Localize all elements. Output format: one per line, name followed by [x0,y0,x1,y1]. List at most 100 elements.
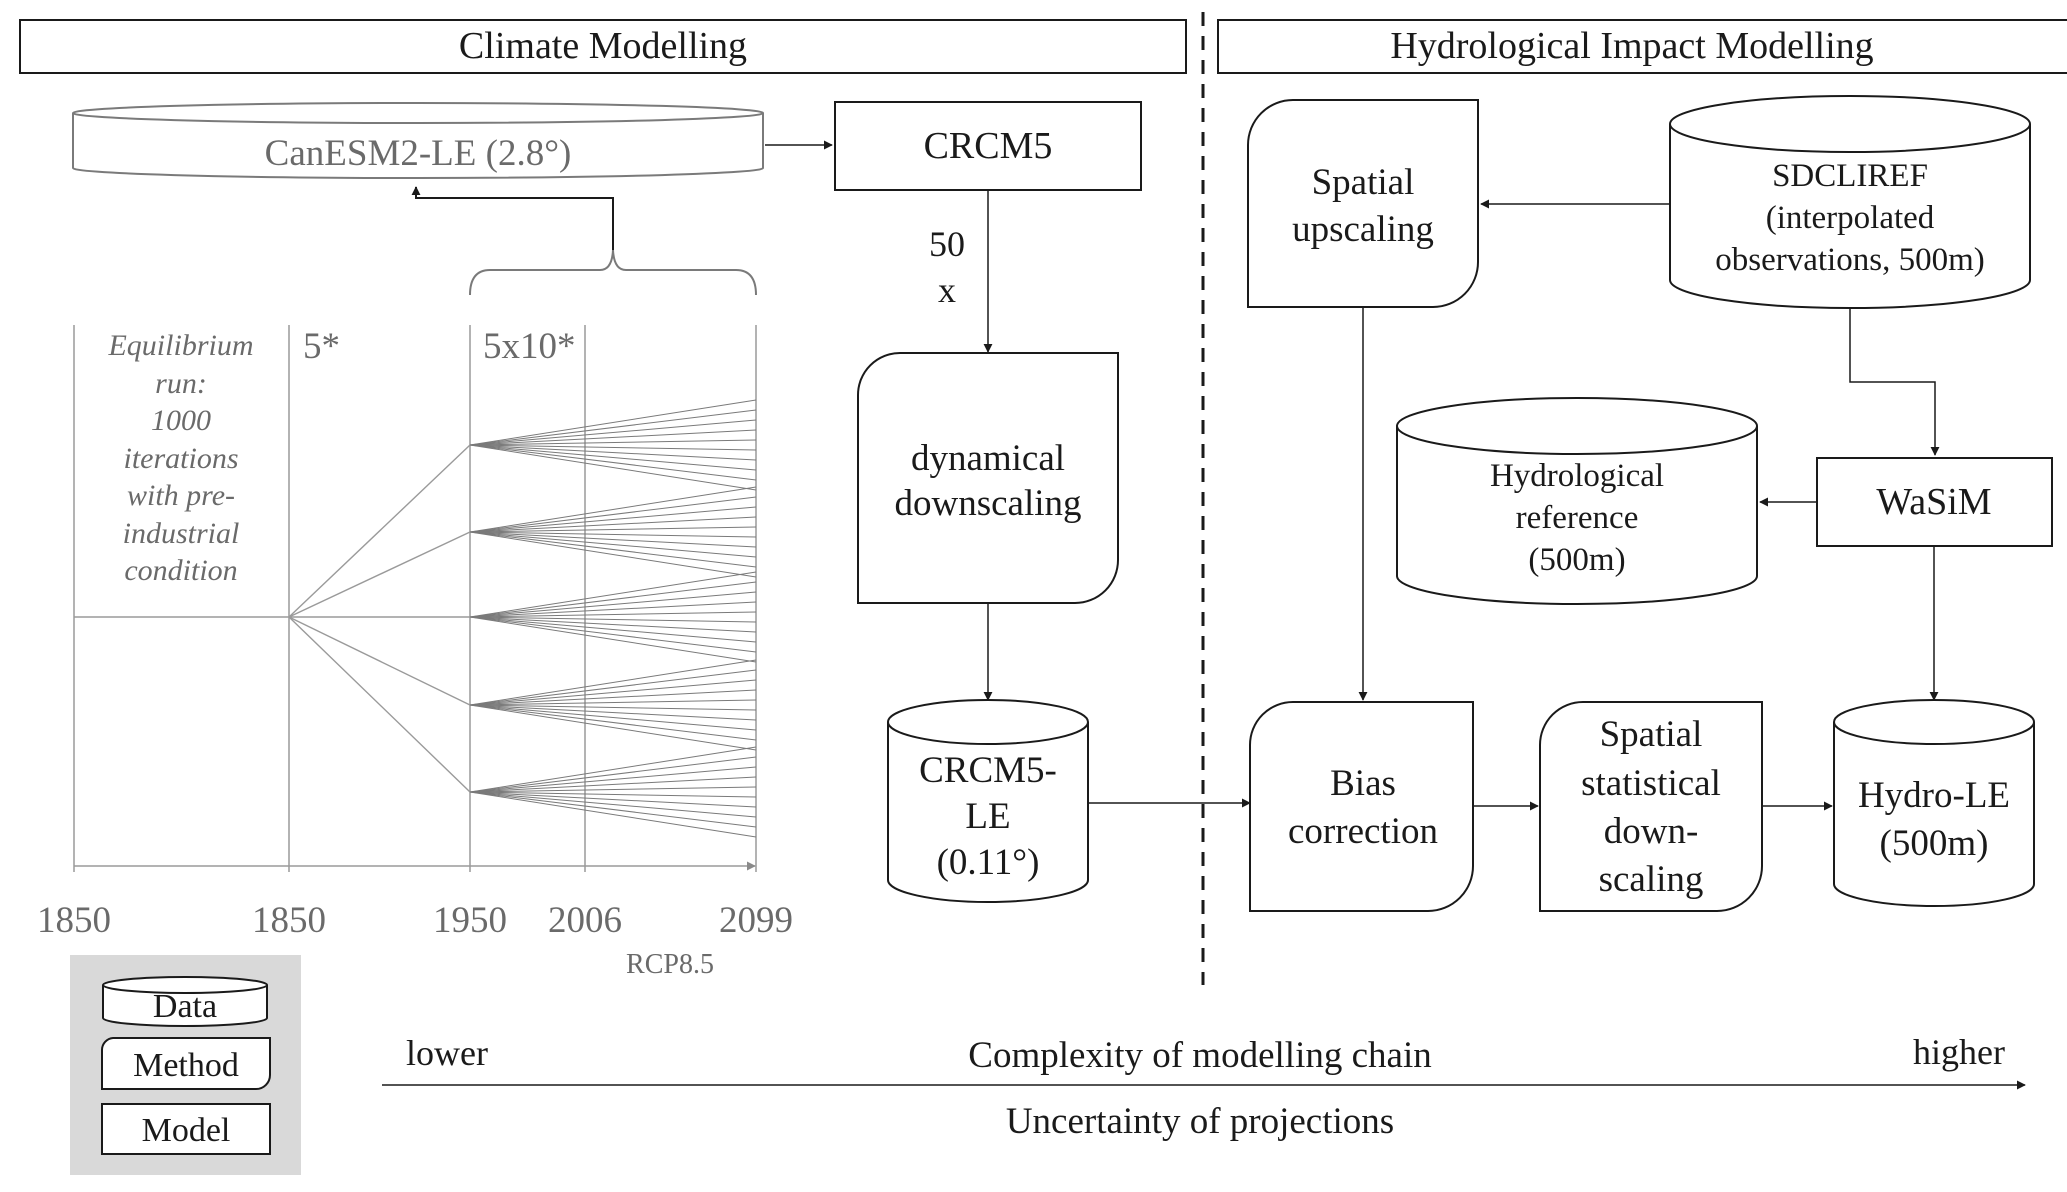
branch-member [469,591,757,618]
canesm2-le-label: CanESM2-LE (2.8°) [265,133,572,174]
crcm5-le-label-line3: (0.11°) [937,842,1040,883]
branch-member [469,419,757,446]
branch-member [469,409,757,446]
sdcliref-line1: SDCLIREF [1772,158,1928,194]
branch-member [469,486,757,533]
branch-member [469,616,757,653]
branch-member [469,444,757,481]
branch-member [469,679,757,706]
branch-member [469,516,757,533]
axis-uncertainty-label: Uncertainty of projections [1006,1101,1394,1142]
legend-method-label: Method [133,1047,239,1084]
ensemble-branches [288,399,757,838]
sdcliref-line2: (interpolated [1766,200,1935,236]
tick-2099: 2099 [719,900,793,941]
branch-member [469,791,757,818]
members-5x10-label: 5x10* [483,326,576,367]
dynamical-downscaling-box [857,352,1119,604]
wasim-model-box [1816,457,2053,547]
branch-member [469,746,757,793]
branch-member [469,611,757,618]
ensemble-brace [411,186,757,296]
spatial-upscaling-line1: Spatial [1312,162,1415,203]
scenario-label: RCP8.5 [626,949,714,980]
members-5-label: 5* [303,326,340,367]
branch-member [469,531,757,558]
crcm5-le-label-line1: CRCM5- [919,750,1057,791]
tick-1850b: 1850 [252,900,326,941]
branch-member [469,689,757,706]
branch-member [469,616,757,623]
branch-member [469,791,757,828]
hydrological-reference-cylinder: Hydrological reference (500m) [1396,397,1758,605]
branch-member [469,531,757,538]
ensemble-timeline: Equilibrium run: 1000 iterations with pr… [37,325,793,980]
tick-2006: 2006 [548,900,622,941]
hydref-line2: reference [1516,500,1639,536]
branch-member [469,791,757,838]
branch-member [469,791,757,798]
branch-member [469,699,757,706]
equilibrium-text-6: industrial [123,517,240,550]
spatial-upscaling-line2: upscaling [1292,209,1434,250]
branch-member [469,581,757,618]
legend-model-symbol [101,1103,271,1155]
legend: Data Method Model [70,955,301,1175]
hydref-line3: (500m) [1528,542,1625,578]
branch-member [469,786,757,793]
hydro-header-title: Hydrological Impact Modelling [1390,25,1873,67]
hydro-le-line2: (500m) [1880,823,1989,864]
equilibrium-text-2: run: [155,367,207,400]
crcm5-model-box [834,101,1142,191]
equilibrium-text-7: condition [124,554,237,587]
branch-first-generation [288,531,471,618]
tick-1850a: 1850 [37,900,111,941]
wasim-label: WaSiM [1876,481,1991,523]
legend-data-symbol: Data [102,976,268,1027]
equilibrium-text-1: Equilibrium [107,329,253,362]
climate-header-title: Climate Modelling [459,25,747,67]
branch-member [469,616,757,663]
branch-member [469,669,757,706]
climate-header-box [19,19,1187,74]
crcm5-le-cylinder: CRCM5- LE (0.11°) [887,699,1089,903]
branch-member [469,704,757,721]
branch-member [469,444,757,461]
crcm5-le-label-line2: LE [965,796,1010,837]
crcm5-label: CRCM5 [924,125,1053,167]
branch-member [469,704,757,731]
branch-member [469,526,757,533]
equilibrium-text-5: with pre- [127,479,235,512]
ssd-line1: Spatial [1600,714,1703,755]
legend-model-label: Model [142,1112,231,1149]
ensemble-times-label: x [938,270,956,310]
hydref-line1: Hydrological [1490,458,1664,494]
equilibrium-text-3: 1000 [151,404,211,437]
branch-member [469,439,757,446]
axis-lower-label: lower [406,1033,488,1073]
canesm2-le-cylinder: CanESM2-LE (2.8°) [72,102,764,179]
branch-member [469,531,757,578]
hydro-le-line1: Hydro-LE [1858,775,2010,816]
branch-member [469,791,757,808]
branch-member [469,704,757,741]
branch-first-generation [288,616,471,706]
ssd-line2: statistical [1581,763,1721,804]
branch-member [469,776,757,793]
branch-member [469,659,757,706]
tick-1950: 1950 [433,900,507,941]
ssd-line3: down- [1604,811,1699,852]
branch-member [469,601,757,618]
branch-member [469,444,757,451]
ssd-line4: scaling [1599,859,1704,900]
branch-first-generation [288,616,471,793]
branch-member [469,531,757,548]
branch-member [469,704,757,751]
hydro-le-cylinder: Hydro-LE (500m) [1833,699,2035,907]
bias-correction-box [1249,701,1474,912]
branch-member [469,531,757,568]
branch-member [469,444,757,471]
branch-member [469,399,757,446]
dynamical-label-line2: downscaling [894,483,1081,524]
